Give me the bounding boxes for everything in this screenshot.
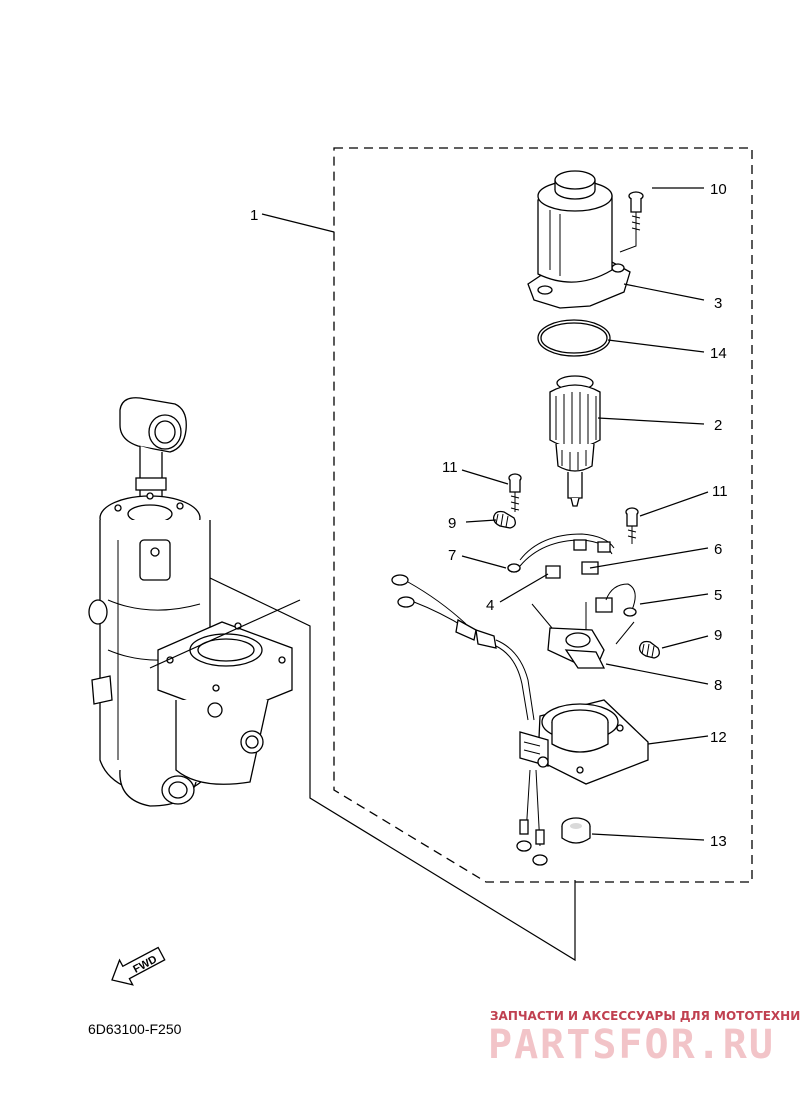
callout-7: 7 xyxy=(448,547,456,564)
mount-leader-line-b xyxy=(149,599,301,669)
part-10-screw xyxy=(619,191,644,253)
part-8-brush-holder xyxy=(531,602,635,669)
part-12-end-plate xyxy=(519,699,649,785)
mount-leader-line xyxy=(209,577,576,962)
fwd-label: FWD xyxy=(131,953,159,975)
lower-terminals xyxy=(516,769,548,866)
diagram-code: 6D63100-F250 xyxy=(88,1021,182,1037)
callout-5: 5 xyxy=(714,587,722,604)
callout-3: 3 xyxy=(714,295,722,312)
wire-harness xyxy=(391,574,535,721)
watermark-caption: ЗАПЧАСТИ И АКСЕССУАРЫ ДЛЯ МОТОТЕХНИКИ xyxy=(490,1009,800,1023)
fwd-arrow-icon: FWD xyxy=(111,946,166,986)
part-9-spring-lower xyxy=(638,640,660,659)
part-9-spring-upper xyxy=(492,510,516,529)
callout-2: 2 xyxy=(714,417,722,434)
callout-4: 4 xyxy=(486,597,494,614)
callout-9-lower: 9 xyxy=(714,627,722,644)
watermark: ЗАПЧАСТИ И АКСЕССУАРЫ ДЛЯ МОТОТЕХНИКИ PA… xyxy=(488,1009,800,1068)
part-11-screw-left xyxy=(508,473,522,512)
callout-1: 1 xyxy=(250,207,258,224)
part-7-washer xyxy=(507,563,521,573)
watermark-brand: PARTSFOR.RU xyxy=(488,1022,775,1068)
part-3-motor-yoke xyxy=(527,170,631,309)
callout-13: 13 xyxy=(710,833,727,850)
part-4-brushes xyxy=(545,561,613,613)
part-14-o-ring xyxy=(537,319,611,357)
callout-leaders xyxy=(261,187,709,841)
part-2-armature xyxy=(549,375,601,507)
callout-8: 8 xyxy=(714,677,722,694)
callout-12: 12 xyxy=(710,729,727,746)
assembly-boundary xyxy=(333,147,753,883)
callout-10: 10 xyxy=(710,181,727,198)
part-5-brush-lead xyxy=(605,583,637,617)
callout-11-left: 11 xyxy=(442,459,458,476)
callout-14: 14 xyxy=(710,345,727,362)
callout-11-right: 11 xyxy=(712,483,728,500)
part-13-grommet xyxy=(561,817,591,844)
part-11-screw-right xyxy=(625,507,639,544)
callout-6: 6 xyxy=(714,541,722,558)
tilt-cylinder-housing xyxy=(88,397,293,807)
callout-9-upper: 9 xyxy=(448,515,456,532)
